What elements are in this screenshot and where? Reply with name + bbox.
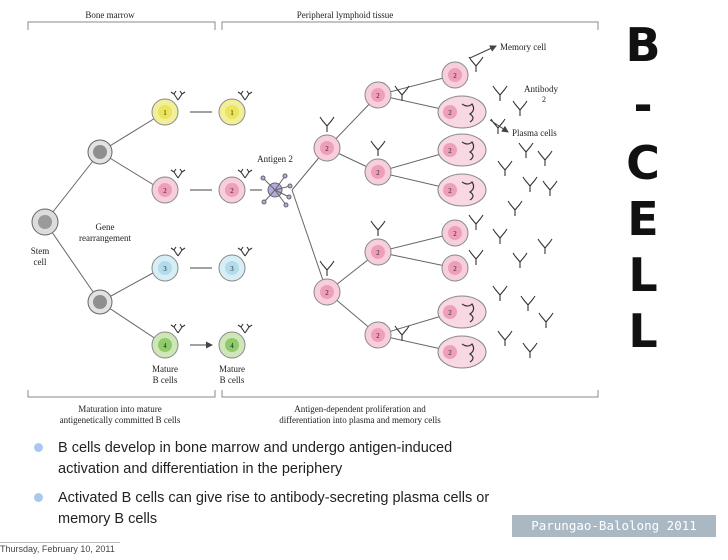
plasma-cell-1: 2 bbox=[437, 95, 487, 129]
svg-text:2: 2 bbox=[376, 249, 380, 257]
title-letter-c: C bbox=[626, 136, 660, 190]
plasma-cells-label: Plasma cells bbox=[512, 128, 557, 138]
svg-text:2: 2 bbox=[453, 72, 457, 80]
svg-text:3: 3 bbox=[163, 265, 167, 273]
title-letter-dash: - bbox=[633, 78, 653, 132]
bullet-dot-icon bbox=[34, 443, 43, 452]
b-cell-3-mature: 3 bbox=[218, 246, 253, 282]
b-cell-4-immature: 4 bbox=[151, 323, 186, 359]
bullet-dot-icon bbox=[34, 493, 43, 502]
svg-text:2: 2 bbox=[448, 309, 452, 317]
title-letter-e: E bbox=[627, 192, 659, 246]
b-cell-4-mature: 4 bbox=[218, 323, 253, 359]
svg-text:2: 2 bbox=[376, 92, 380, 100]
stem-cell-label-2: cell bbox=[34, 257, 47, 267]
b-cell-diagram: Bone marrow Peripheral lymphoid tissue M… bbox=[27, 10, 599, 425]
antibody-id-label: 2 bbox=[542, 95, 546, 104]
gene-rearrangement-label-1: Gene bbox=[96, 222, 115, 232]
footer-date: Thursday, February 10, 2011 bbox=[0, 544, 115, 554]
b-cell-3-immature: 3 bbox=[151, 246, 186, 282]
svg-text:2: 2 bbox=[376, 169, 380, 177]
maturation-bracket bbox=[27, 390, 216, 398]
lymphoid-bracket bbox=[221, 21, 599, 30]
bone-marrow-label: Bone marrow bbox=[85, 10, 135, 20]
proliferating-cell-g2-3: 2 bbox=[364, 220, 392, 266]
svg-text:2: 2 bbox=[325, 145, 329, 153]
footer-divider bbox=[0, 542, 120, 543]
svg-text:2: 2 bbox=[453, 265, 457, 273]
maturation-label-2: antigenetically committed B cells bbox=[60, 415, 181, 425]
title-letter-l2: L bbox=[628, 304, 658, 358]
mature-b-cells-label-left-2: B cells bbox=[153, 375, 178, 385]
proliferating-cell-g2-1: 2 bbox=[364, 81, 410, 109]
b-cell-2-mature: 2 bbox=[218, 168, 253, 204]
svg-text:4: 4 bbox=[230, 342, 234, 350]
bullet-text: B cells develop in bone marrow and under… bbox=[58, 440, 453, 477]
svg-text:2: 2 bbox=[448, 187, 452, 195]
mature-b-cells-label-right-1: Mature bbox=[219, 364, 245, 374]
bullet-text: Activated B cells can give rise to antib… bbox=[58, 490, 490, 527]
bullet-item: Activated B cells can give rise to antib… bbox=[30, 488, 490, 530]
proliferation-bracket bbox=[221, 390, 599, 398]
svg-text:2: 2 bbox=[448, 349, 452, 357]
maturation-label-1: Maturation into mature bbox=[78, 404, 161, 414]
title-letter-b: B bbox=[625, 18, 661, 72]
proliferation-label-2: differentiation into plasma and memory c… bbox=[279, 415, 441, 425]
memory-cell-1: 2 bbox=[441, 61, 469, 89]
svg-text:4: 4 bbox=[163, 342, 167, 350]
svg-text:1: 1 bbox=[163, 109, 167, 117]
antibody-label: Antibody bbox=[524, 84, 559, 94]
mature-b-cells-label-right-2: B cells bbox=[220, 375, 245, 385]
mature-b-cells-label-left-1: Mature bbox=[152, 364, 178, 374]
svg-text:2: 2 bbox=[453, 230, 457, 238]
stem-cell-label-1: Stem bbox=[31, 246, 50, 256]
antigen-2 bbox=[260, 173, 293, 208]
plasma-cell-4: 2 bbox=[437, 295, 487, 329]
author-credit-badge: Parungao-Balolong 2011 bbox=[512, 515, 716, 537]
svg-text:2: 2 bbox=[448, 109, 452, 117]
svg-text:2: 2 bbox=[325, 289, 329, 297]
memory-cell-2: 2 bbox=[441, 219, 469, 247]
svg-text:2: 2 bbox=[163, 187, 167, 195]
proliferating-cell-g2-4: 2 bbox=[364, 321, 410, 349]
svg-text:2: 2 bbox=[376, 332, 380, 340]
b-cell-2-immature: 2 bbox=[151, 168, 186, 204]
proliferating-cell-g1-top: 2 bbox=[313, 116, 341, 162]
title-letter-l1: L bbox=[628, 248, 658, 302]
bone-marrow-bracket bbox=[27, 21, 216, 30]
memory-cell-label: Memory cell bbox=[500, 42, 547, 52]
svg-text:2: 2 bbox=[230, 187, 234, 195]
bullet-item: B cells develop in bone marrow and under… bbox=[30, 438, 490, 480]
lymphoid-label: Peripheral lymphoid tissue bbox=[297, 10, 394, 20]
gene-rearrangement-label-2: rearrangement bbox=[79, 233, 131, 243]
proliferating-cell-g2-2: 2 bbox=[364, 140, 392, 186]
svg-text:3: 3 bbox=[230, 265, 234, 273]
proliferation-label-1: Antigen-dependent proliferation and bbox=[294, 404, 426, 414]
b-cell-1-immature: 1 bbox=[151, 90, 186, 126]
bullet-list: B cells develop in bone marrow and under… bbox=[30, 438, 490, 538]
plasma-cell-2: 2 bbox=[437, 133, 487, 167]
proliferating-cell-g1-bottom: 2 bbox=[313, 260, 341, 306]
plasma-cell-3: 2 bbox=[437, 173, 487, 207]
svg-text:2: 2 bbox=[448, 147, 452, 155]
memory-cell-3: 2 bbox=[441, 254, 469, 282]
svg-text:1: 1 bbox=[230, 109, 234, 117]
antigen-2-label: Antigen 2 bbox=[257, 154, 293, 164]
b-cell-1-mature: 1 bbox=[218, 90, 253, 126]
plasma-cell-5: 2 bbox=[437, 335, 487, 369]
